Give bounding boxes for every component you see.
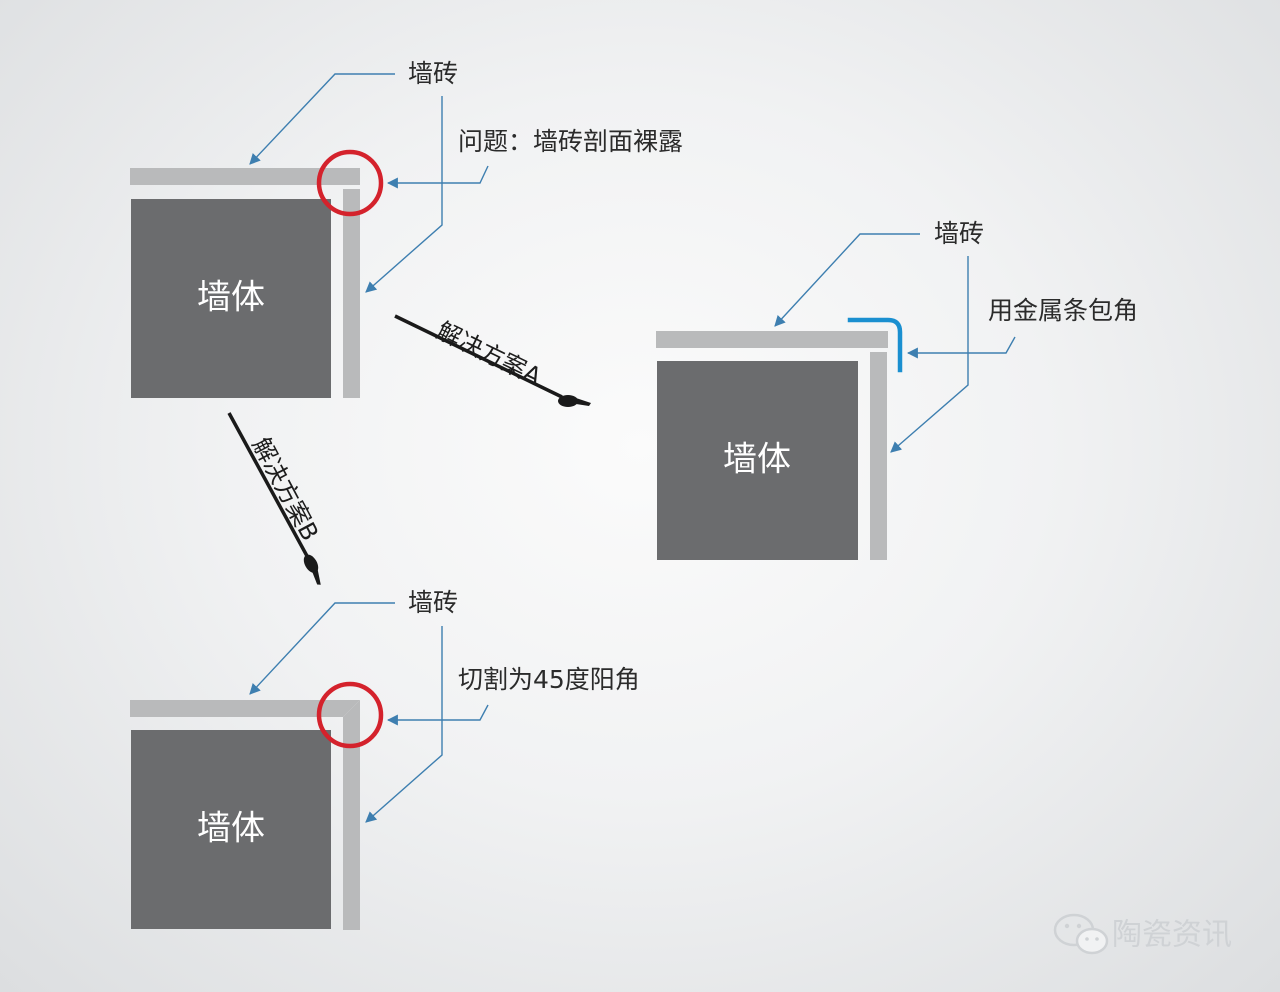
solution-b-tile-leader-side [365,626,443,823]
pointing-hand-icon [303,554,321,585]
problem-wall-label: 墙体 [197,278,265,318]
solution-a-note-leader [906,336,1016,359]
solution-b-highlight-ring [316,681,384,749]
wechat-icon [1053,913,1109,955]
solution-a-pointer: 解决方案A [394,314,591,407]
problem-tile-label: 墙砖 [408,59,458,88]
solution-b-top-tile [130,700,360,717]
problem-tile-leader-top [249,73,395,165]
problem-issue-label: 问题：墙砖剖面裸露 [458,127,683,156]
solution-b-tile-label: 墙砖 [408,588,458,617]
solution-a-wall-label: 墙体 [723,440,791,480]
solution-b-pointer: 解决方案B [227,412,325,585]
problem-issue-leader [386,165,489,189]
problem-tile-leader-side [365,96,443,293]
solution-b-wall-label: 墙体 [197,809,265,849]
solution-a-tile-leader-top [774,233,920,327]
watermark: 陶瓷资讯 [1053,913,1232,955]
solution-a-line [394,314,563,399]
problem-diagram: 墙体 墙砖 问题：墙砖剖面裸露 [130,59,683,398]
solution-b-label: 解决方案B [247,433,325,545]
solution-b-line [227,412,309,557]
solution-b-tile-leader-top [249,602,395,695]
watermark-text: 陶瓷资讯 [1112,918,1232,953]
solution-b-note-label: 切割为45度阳角 [458,665,640,694]
solution-a-wall [657,361,858,560]
solution-a-tile-label: 墙砖 [934,219,984,248]
solution-b-side-tile [343,700,360,930]
solution-a-diagram: 墙体 墙砖 用金属条包角 [656,219,1138,560]
solution-b-wall [131,730,331,929]
solution-a-label: 解决方案A [432,317,546,392]
problem-side-tile [343,189,360,398]
solution-a-note-label: 用金属条包角 [988,296,1138,325]
problem-wall [131,199,331,398]
solution-b-note-leader [386,704,489,726]
pointing-hand-icon [558,395,591,407]
problem-top-tile [130,168,360,185]
solution-a-side-tile [870,352,887,560]
problem-highlight-ring [316,149,384,217]
solution-a-tile-leader-side [890,256,969,453]
solution-a-top-tile [656,331,888,348]
metal-strip [847,317,903,373]
solution-b-diagram: 墙体 墙砖 切割为45度阳角 [130,588,640,930]
